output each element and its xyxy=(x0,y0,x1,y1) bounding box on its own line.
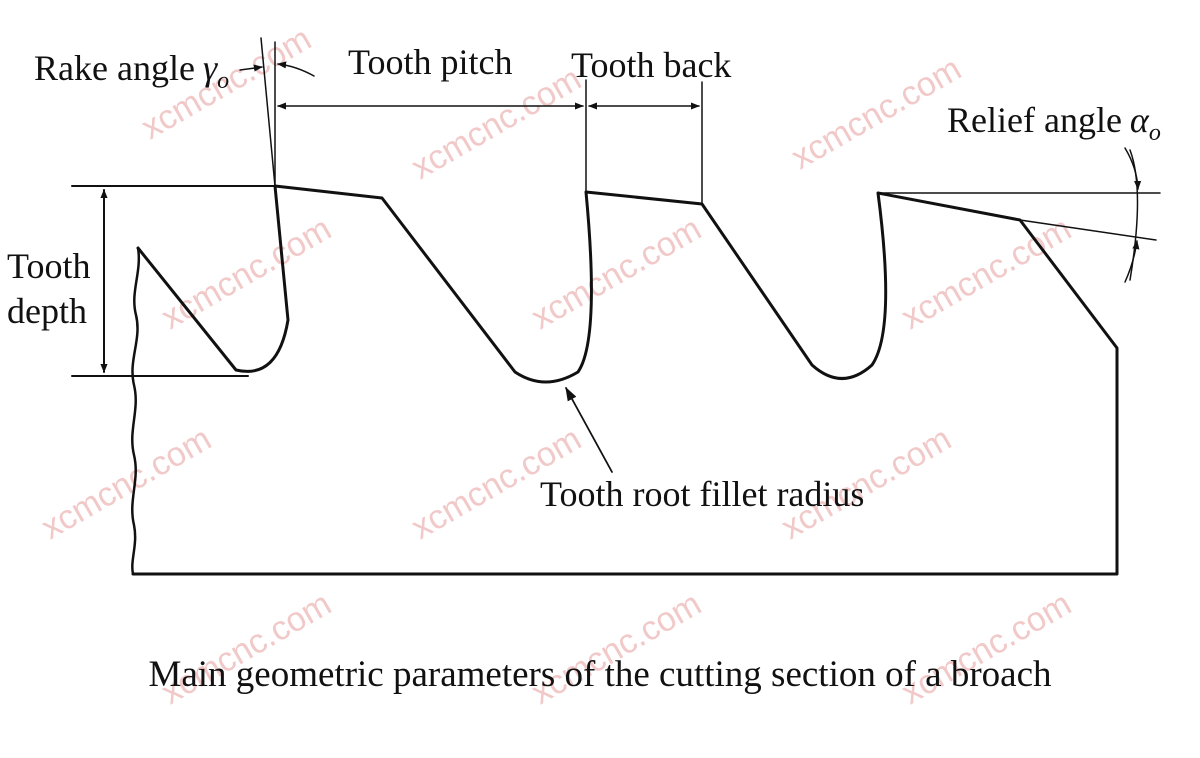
tooth-depth-label-line2: depth xyxy=(7,291,87,331)
watermark-text: xcmcnc.com xyxy=(525,210,708,337)
relief-angle-symbol: α xyxy=(1130,100,1150,140)
watermark-layer: xcmcnc.com xcmcnc.com xcmcnc.com xcmcnc.… xyxy=(35,20,1078,712)
tooth-pitch-label: Tooth pitch xyxy=(348,42,512,82)
relief-angle-arrow-top xyxy=(1124,147,1142,190)
figure-caption: Main geometric parameters of the cutting… xyxy=(148,654,1052,695)
rake-face-extension-line xyxy=(260,37,276,187)
watermark-text: xcmcnc.com xyxy=(785,50,968,177)
rake-angle-text: Rake angle xyxy=(34,48,195,88)
root-fillet-leader-arrow xyxy=(565,386,613,473)
rake-angle-arrow-left xyxy=(239,64,263,72)
relief-angle-text: Relief angle xyxy=(947,100,1122,140)
rake-angle-symbol: γ xyxy=(203,48,218,88)
rake-angle-subscript: o xyxy=(217,68,229,94)
watermark-text: xcmcnc.com xyxy=(35,420,218,547)
relief-face-extension xyxy=(1019,219,1157,241)
tooth-depth-label-line1: Tooth xyxy=(7,246,90,286)
relief-angle-arrow-bottom xyxy=(1124,240,1140,283)
tooth-back-label: Tooth back xyxy=(571,45,731,85)
relief-angle-arc xyxy=(1129,149,1139,281)
relief-angle-subscript: o xyxy=(1149,120,1161,146)
root-fillet-label: Tooth root fillet radius xyxy=(540,474,864,514)
broken-edge-line xyxy=(131,246,141,576)
watermark-text: xcmcnc.com xyxy=(895,210,1078,337)
watermark-text: xcmcnc.com xyxy=(155,210,338,337)
rake-angle-arrow-right xyxy=(277,61,315,77)
broach-profile-outline xyxy=(131,184,1119,576)
